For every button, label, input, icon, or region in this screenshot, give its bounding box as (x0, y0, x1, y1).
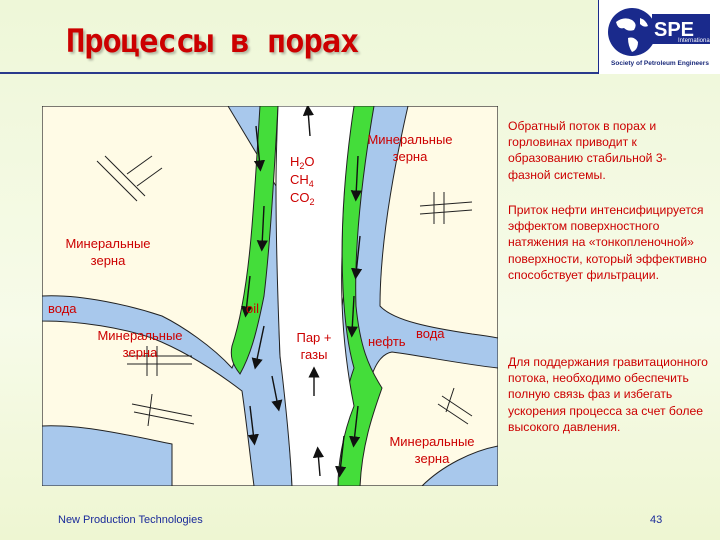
pore-diagram: Минеральные зерна H2O CH4 CO2 Минеральны… (42, 106, 498, 486)
arrow-icon (302, 106, 315, 137)
arrow-icon (349, 405, 361, 448)
water-pocket-lower-right (421, 445, 498, 486)
side-text-paragraph-2: Приток нефти интенсифицируется эффектом … (508, 203, 707, 282)
label-mineral-bottom-right-1: Минеральные (389, 434, 474, 449)
logo-word: International (678, 38, 711, 44)
arrow-icon (256, 205, 268, 252)
logo-letters: SPE (654, 19, 694, 41)
arrow-icon (312, 446, 325, 477)
globe-continents (616, 18, 648, 52)
gas-channel (275, 106, 355, 486)
label-mineral-bottom-left-1: Минеральные (97, 328, 182, 343)
label-mineral-left-2: зерна (91, 253, 126, 268)
logo-banner (652, 14, 710, 44)
logo-caption: Society of Petroleum Engineers (611, 60, 709, 67)
flow-arrows (241, 106, 363, 478)
formula-h2o: H2O (290, 154, 315, 171)
label-steam-2: газы (301, 347, 328, 362)
label-oil-en: oil (246, 301, 259, 316)
grain-fracture-marks (96, 155, 473, 427)
label-mineral-top-right-2: зерна (393, 149, 428, 164)
arrow-icon (346, 295, 358, 338)
formula-ch4: CH4 (290, 172, 314, 189)
label-mineral-top-right-1: Минеральные (367, 132, 452, 147)
arrow-icon (335, 435, 347, 478)
label-mineral-bottom-right-2: зерна (415, 451, 450, 466)
side-text-paragraph-1: Обратный поток в порах и горловинах прив… (508, 119, 667, 182)
page-number: 43 (650, 514, 663, 526)
label-oil-ru: нефть (368, 334, 406, 349)
label-water-right: вода (416, 326, 445, 341)
arrow-icon (350, 155, 362, 202)
arrow-icon (251, 325, 265, 370)
title-underline (0, 72, 620, 74)
label-steam-1: Пар + (296, 330, 331, 345)
label-water-left: вода (48, 301, 77, 316)
formula-co2: CO2 (290, 190, 315, 207)
slide-title: Процессы в порах (66, 22, 359, 60)
label-mineral-bottom-left-2: зерна (123, 345, 158, 360)
spe-logo: SPE International (598, 0, 720, 74)
arrow-icon (271, 375, 283, 412)
label-mineral-left-1: Минеральные (65, 236, 150, 251)
arrow-icon (247, 405, 259, 446)
footer-company: New Production Technologies (58, 514, 203, 526)
arrow-icon (253, 125, 266, 172)
water-pocket-lower-left (42, 425, 173, 486)
arrow-icon (351, 235, 363, 280)
arrow-icon (241, 275, 253, 318)
side-text-paragraph-3: Для поддержания гравитационного потока, … (508, 355, 708, 434)
